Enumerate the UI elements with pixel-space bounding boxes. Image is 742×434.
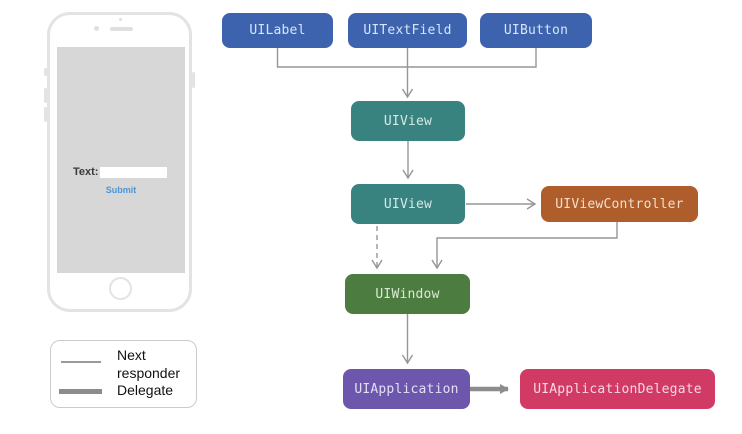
phone-sensor-dot [119, 18, 122, 21]
phone-speaker [110, 27, 133, 31]
phone-mockup: Text: Submit [44, 12, 195, 312]
home-button [109, 277, 132, 300]
node-uiview-root: UIView [351, 184, 465, 224]
text-row: Text: [73, 166, 168, 178]
submit-button[interactable]: Submit [105, 185, 137, 195]
node-uiview-inner: UIView [351, 101, 465, 141]
node-uilabel: UILabel [222, 13, 333, 48]
node-uitextfield: UITextField [348, 13, 467, 48]
next-responder-label: Next responder [117, 347, 181, 381]
node-uiwindow: UIWindow [345, 274, 470, 314]
text-label: Text: [73, 166, 99, 178]
delegate-line-swatch [59, 389, 102, 394]
phone-camera-dot [94, 26, 99, 31]
phone-volume-up-button [44, 88, 47, 103]
phone-screen: Text: Submit [57, 47, 185, 273]
arrow-viewcontroller-to-window [431, 222, 618, 270]
node-uiviewcontroller: UIViewController [541, 186, 698, 222]
delegate-label: Delegate [117, 382, 174, 398]
phone-mute-switch [44, 68, 47, 76]
node-uiapplication: UIApplication [343, 369, 470, 409]
next-responder-line-swatch [61, 361, 101, 363]
fanin-line-top-row [276, 48, 537, 68]
node-uibutton: UIButton [480, 13, 592, 48]
legend-box: Next responder Delegate [50, 340, 197, 408]
text-field[interactable] [100, 166, 168, 178]
node-uiapplicationdelegate: UIApplicationDelegate [520, 369, 715, 409]
phone-power-button [192, 72, 195, 88]
phone-volume-down-button [44, 107, 47, 122]
